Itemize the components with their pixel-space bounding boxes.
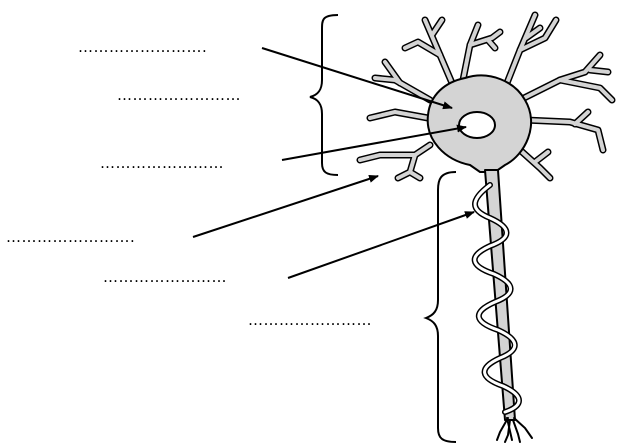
nucleus	[459, 112, 495, 138]
pointer-lines	[193, 48, 474, 278]
pointer-line-1	[262, 48, 452, 108]
brace-lower	[426, 172, 456, 442]
axon-terminals	[497, 418, 532, 442]
label-blank-2: ……………………	[117, 86, 241, 104]
label-blank-5: ……………………	[103, 268, 227, 286]
label-blank-3: ……………………	[100, 154, 224, 172]
label-blank-4: …………………….	[6, 228, 135, 246]
pointer-line-5	[288, 212, 474, 278]
label-blank-6: ……………………	[248, 311, 372, 329]
pointer-line-4	[193, 176, 378, 237]
label-blank-1: …………………….	[78, 38, 207, 56]
